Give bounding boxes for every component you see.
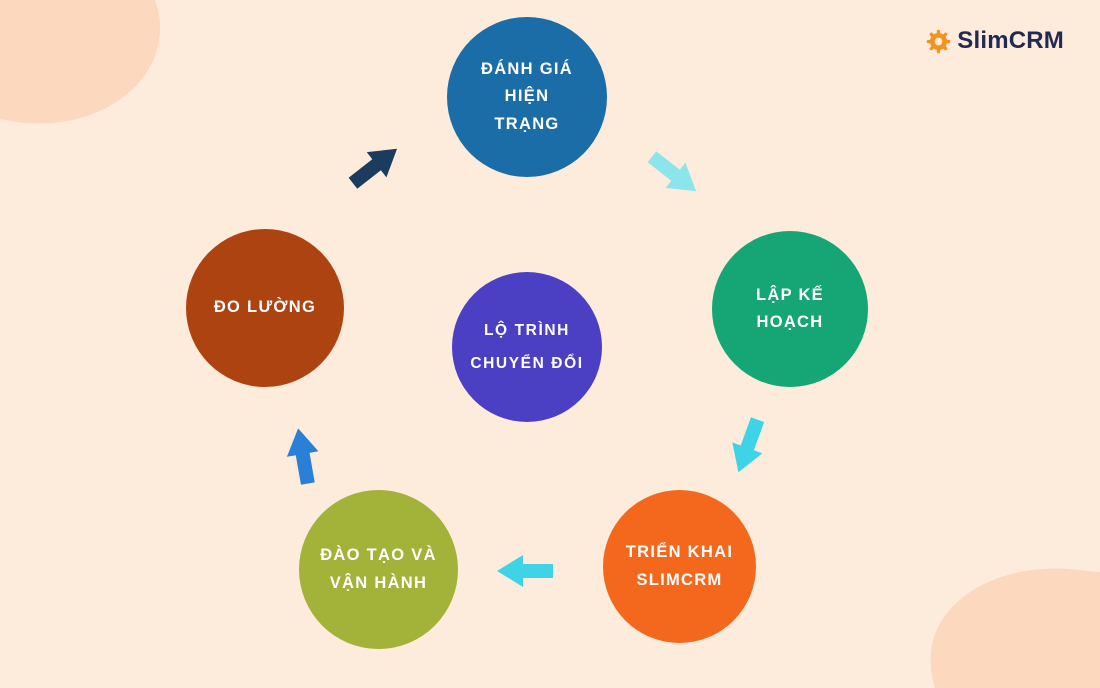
arrow-train-to-measure xyxy=(278,423,328,489)
node-label: ĐÀO TẠO VÀ VẬN HÀNH xyxy=(320,546,437,592)
logo-text-slim: Slim xyxy=(957,27,1009,54)
node-label: ĐÁNH GIÁ HIỆN TRẠNG xyxy=(481,60,573,133)
node-label: TRIỂN KHAI SLIMCRM xyxy=(625,543,734,589)
node-label: LẬP KẾ HOẠCH xyxy=(755,285,824,331)
node-transformation-roadmap: LỘ TRÌNH CHUYỂN ĐỔI xyxy=(452,272,602,422)
node-make-plan: LẬP KẾ HOẠCH xyxy=(712,231,868,387)
node-train-and-operate: ĐÀO TẠO VÀ VẬN HÀNH xyxy=(299,490,458,649)
node-label: LỘ TRÌNH CHUYỂN ĐỔI xyxy=(470,321,584,372)
slimcrm-logo: SlimCRM xyxy=(925,27,1064,55)
logo-wordmark: SlimCRM xyxy=(957,27,1064,55)
node-deploy-slimcrm: TRIỂN KHAI SLIMCRM xyxy=(603,490,756,643)
gear-icon xyxy=(926,29,951,53)
logo-text-crm: CRM xyxy=(1008,27,1064,54)
arrow-plan-to-deploy xyxy=(719,411,777,481)
arrow-assess-to-plan xyxy=(638,140,710,208)
node-label: ĐO LƯỜNG xyxy=(213,298,317,317)
node-assess-current-state: ĐÁNH GIÁ HIỆN TRẠNG xyxy=(447,17,607,177)
corner-blob-bottom-right xyxy=(920,555,1100,688)
arrow-deploy-to-train xyxy=(495,551,555,591)
arrow-measure-to-assess xyxy=(339,132,411,200)
corner-blob-top-left xyxy=(0,0,176,144)
node-measure: ĐO LƯỜNG xyxy=(186,229,344,387)
